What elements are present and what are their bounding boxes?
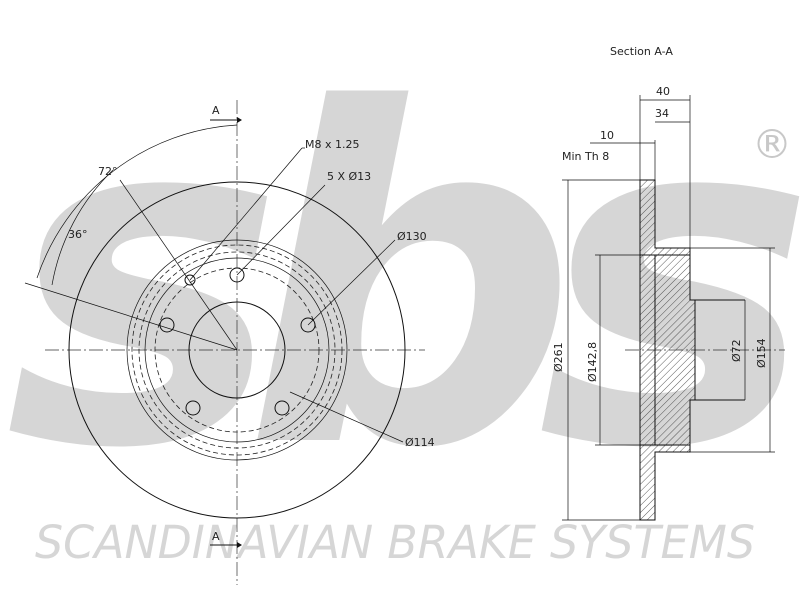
thread-label: M8 x 1.25 bbox=[305, 138, 359, 151]
bolt-hole bbox=[159, 317, 175, 333]
inner-diameter-leader bbox=[289, 391, 404, 443]
vent-ring-dashed-2 bbox=[138, 251, 336, 449]
threaded-hole bbox=[184, 274, 196, 286]
dim-hat-depth: 34 bbox=[655, 107, 669, 120]
pcd-leader bbox=[307, 239, 396, 326]
angle-arc-72 bbox=[36, 124, 238, 279]
holes-leader bbox=[236, 184, 326, 276]
hat-outer-ring bbox=[144, 257, 330, 443]
thread-leader bbox=[189, 147, 303, 281]
angle-ray-36 bbox=[24, 282, 238, 351]
section-arrowhead-top bbox=[237, 117, 242, 123]
dim-hat-diameter: Ø154 bbox=[755, 338, 768, 368]
dim-disc-thickness: 10 bbox=[600, 129, 614, 142]
dim-hat-outer-diameter: Ø142,8 bbox=[586, 342, 599, 382]
holes-label: 5 X Ø13 bbox=[327, 170, 371, 183]
section-title: Section A-A bbox=[610, 45, 673, 58]
vent-ring-dashed-1 bbox=[131, 244, 343, 456]
dim-overall-thickness: 40 bbox=[656, 85, 670, 98]
bolt-hole bbox=[229, 267, 245, 283]
outer-disc-edge bbox=[68, 181, 406, 519]
angle-ray-72 bbox=[119, 179, 238, 351]
bolt-hole bbox=[300, 317, 316, 333]
min-thickness-label: Min Th 8 bbox=[562, 150, 609, 163]
registered-mark: ® bbox=[752, 122, 792, 168]
angle-72-label: 72° bbox=[98, 165, 118, 178]
section-view: Section A-A 40 34 10 Min Th 8 Ø261 Ø142,… bbox=[552, 45, 785, 521]
section-marker-bottom: A bbox=[212, 530, 220, 543]
bolt-hole bbox=[274, 400, 290, 416]
bolt-hole bbox=[185, 400, 201, 416]
angle-arc-36 bbox=[51, 169, 114, 286]
angle-36-label: 36° bbox=[68, 228, 88, 241]
front-view: 72° 36° A A M8 x 1.25 5 X Ø13 Ø130 Ø114 bbox=[24, 100, 435, 585]
section-marker-top: A bbox=[212, 104, 220, 117]
center-bore bbox=[188, 301, 286, 399]
section-arrowhead-bottom bbox=[237, 542, 242, 548]
friction-ring-inner bbox=[126, 239, 348, 461]
pcd-label: Ø130 bbox=[397, 230, 427, 243]
brand-tagline: SCANDINAVIAN BRAKE SYSTEMS bbox=[35, 516, 755, 569]
dim-outer-diameter: Ø261 bbox=[552, 342, 565, 372]
inner-diameter-label: Ø114 bbox=[405, 436, 435, 449]
dim-center-bore: Ø72 bbox=[730, 339, 743, 362]
